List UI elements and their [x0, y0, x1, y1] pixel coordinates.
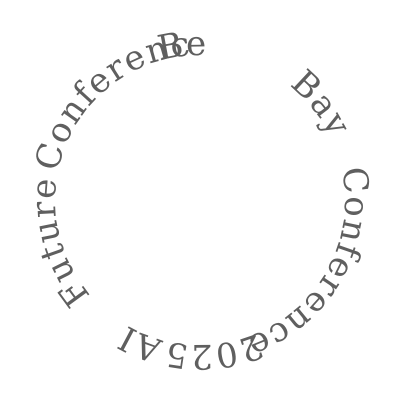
svg-text:Conference: Conference: [0, 0, 193, 175]
svg-text:Future: Future: [24, 175, 98, 314]
svg-text:2025: 2025: [162, 325, 268, 376]
segment-future: Future: [24, 175, 97, 314]
segment-year: 2025: [162, 325, 266, 376]
segment-conference-right: Conference: [242, 165, 375, 367]
segment-bay: Bay: [283, 62, 357, 143]
svg-text:Bay: Bay: [283, 62, 359, 143]
svg-text:AI: AI: [111, 317, 167, 371]
svg-text:Conference: Conference: [242, 165, 377, 367]
segment-ai: AI: [111, 317, 166, 371]
segment-conference-left: Conference: [0, 0, 192, 175]
